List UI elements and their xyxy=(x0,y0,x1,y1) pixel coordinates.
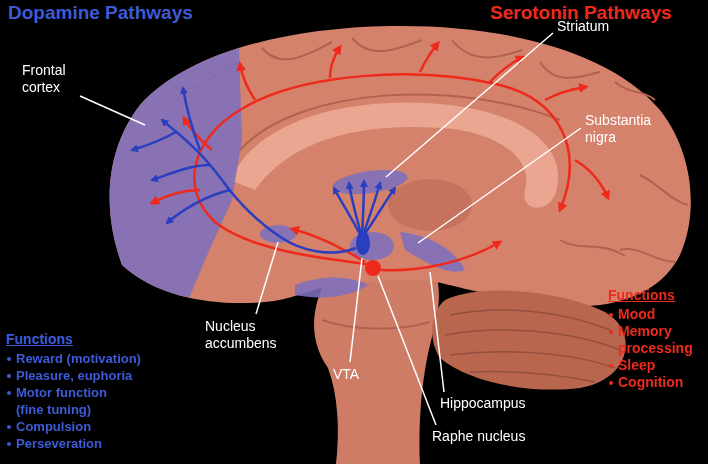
label-slot: Cognition xyxy=(608,374,683,391)
label-slot: Frontal cortex xyxy=(22,62,102,96)
function-item: Reward (motivation) xyxy=(6,350,141,367)
function-item: Motor function (fine tuning) xyxy=(6,384,128,418)
pons-line xyxy=(322,320,430,329)
label-slot: Mood xyxy=(608,306,655,323)
function-item: Memory processing xyxy=(608,323,704,357)
function-item: Pleasure, euphoria xyxy=(6,367,132,384)
function-item: Cognition xyxy=(608,374,683,391)
structure-label: Striatum xyxy=(557,18,609,35)
bullet-dot xyxy=(7,374,11,378)
dopamine-pathways xyxy=(132,88,395,253)
functions-heading: Functions xyxy=(6,331,73,347)
bullet-dot xyxy=(7,357,11,361)
label-slot: VTA xyxy=(333,366,359,383)
serotonin-pathways xyxy=(152,43,608,270)
bullet-dot xyxy=(609,364,613,368)
bullet-dot xyxy=(7,425,11,429)
function-item: Mood xyxy=(608,306,655,323)
structure-label: Nucleus accumbens xyxy=(205,318,300,352)
label-slot: Sleep xyxy=(608,357,655,374)
label-slot: Dopamine Pathways xyxy=(8,2,193,24)
label-slot: Perseveration xyxy=(6,435,102,452)
label-slot: Substantia nigra xyxy=(585,112,675,146)
structure-label: Substantia nigra xyxy=(585,112,675,146)
function-item: Perseveration xyxy=(6,435,102,452)
vta-nucleus xyxy=(356,231,370,255)
label-slot: Functions xyxy=(6,331,73,347)
structure-label: VTA xyxy=(333,366,359,383)
structure-label: Hippocampus xyxy=(440,395,526,412)
bullet-dot xyxy=(609,313,613,317)
label-slot: Motor function (fine tuning) xyxy=(6,384,128,418)
label-slot: Pleasure, euphoria xyxy=(6,367,132,384)
label-slot: Reward (motivation) xyxy=(6,350,141,367)
pathway-heading: Dopamine Pathways xyxy=(8,2,193,24)
label-slot: Striatum xyxy=(557,18,609,35)
label-slot: Raphe nucleus xyxy=(432,428,525,445)
dopamine-regions xyxy=(90,20,465,320)
bullet-dot xyxy=(609,381,613,385)
bullet-dot xyxy=(7,391,11,395)
label-slot: Nucleus accumbens xyxy=(205,318,300,352)
label-slot: Compulsion xyxy=(6,418,91,435)
gyri xyxy=(170,38,688,262)
label-slot: Memory processing xyxy=(608,323,704,357)
leader-lines xyxy=(80,33,581,425)
label-slot: Functions xyxy=(608,287,675,303)
thalamus xyxy=(388,179,472,231)
structure-label: Frontal cortex xyxy=(22,62,102,96)
bullet-dot xyxy=(7,442,11,446)
structure-label: Raphe nucleus xyxy=(432,428,525,445)
raphe-nucleus-dot xyxy=(365,260,381,276)
cerebellum-folia xyxy=(445,310,620,382)
label-slot: Hippocampus xyxy=(440,395,526,412)
cerebellum xyxy=(432,291,626,390)
function-item: Compulsion xyxy=(6,418,91,435)
bullet-dot xyxy=(609,330,613,334)
function-item: Sleep xyxy=(608,357,655,374)
functions-heading: Functions xyxy=(608,287,675,303)
